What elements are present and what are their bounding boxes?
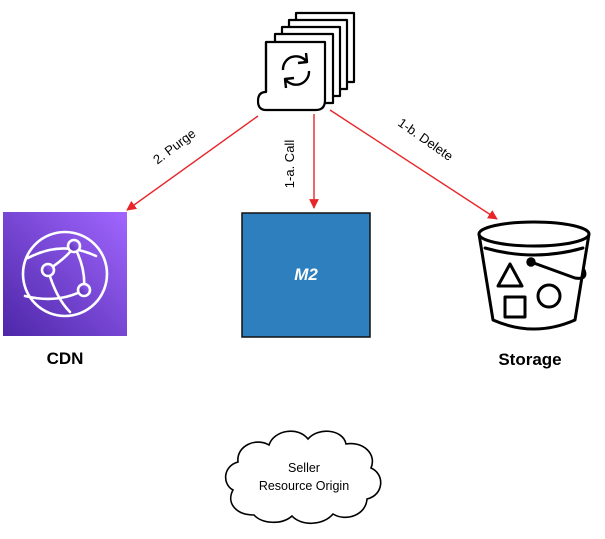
m2-node: M2	[241, 212, 371, 338]
cloud-icon	[224, 430, 382, 525]
document-stack-refresh-icon	[256, 11, 356, 112]
storage-label: Storage	[498, 350, 561, 369]
cdn-label: CDN	[47, 349, 84, 368]
arrow-purge	[126, 115, 259, 211]
edge-label-purge: 2. Purge	[150, 126, 198, 168]
storage-node: Storage	[477, 220, 591, 369]
s3-bucket-icon	[477, 220, 591, 331]
origin-label-line2: Resource Origin	[259, 479, 349, 493]
edge-label-call: 1-a. Call	[282, 140, 297, 189]
edge-label-delete: 1-b. Delete	[395, 115, 456, 164]
origin-label-line1: Seller	[288, 461, 320, 475]
cdn-node: CDN	[3, 212, 127, 368]
cloudfront-globe-icon	[3, 212, 127, 336]
arrow-delete	[329, 109, 498, 220]
seller-origin-node: Seller Resource Origin	[224, 430, 382, 525]
m2-label: M2	[294, 265, 318, 284]
m2-box	[241, 212, 371, 338]
